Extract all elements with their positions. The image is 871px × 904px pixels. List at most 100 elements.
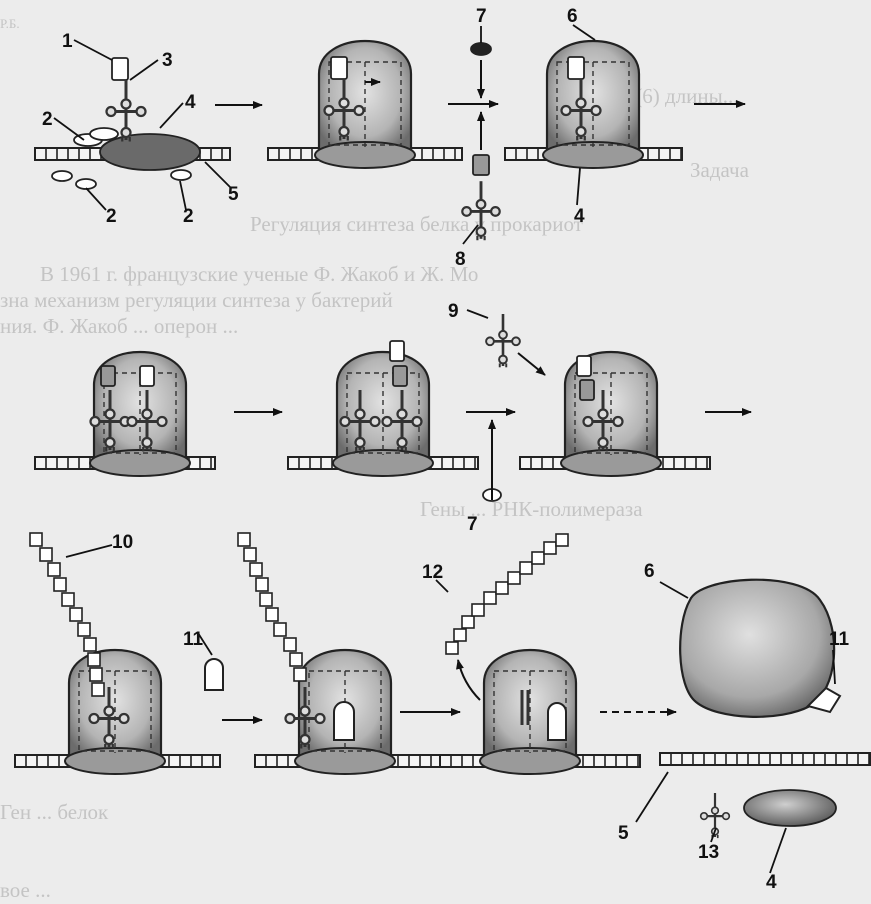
release-arrow bbox=[456, 659, 481, 701]
label-6: 6 bbox=[567, 6, 578, 27]
peptide-residue bbox=[471, 603, 485, 617]
initiation-factor bbox=[51, 170, 73, 182]
label-leader bbox=[576, 167, 581, 206]
label-4: 4 bbox=[766, 872, 777, 893]
label-leader bbox=[435, 579, 449, 593]
small-subunit bbox=[479, 747, 581, 775]
release-factor bbox=[547, 702, 567, 741]
label-leader bbox=[204, 161, 231, 188]
label-5: 5 bbox=[618, 823, 629, 844]
polypeptide bbox=[237, 532, 307, 682]
label-6: 6 bbox=[644, 561, 655, 582]
ribosome bbox=[560, 350, 662, 477]
peptide-residue bbox=[273, 622, 287, 637]
amino-acid bbox=[579, 379, 595, 401]
bg-line: Р.Б. bbox=[0, 16, 20, 31]
peptide-residue bbox=[255, 577, 269, 592]
peptide-residue bbox=[243, 547, 257, 562]
small-subunit bbox=[314, 141, 416, 169]
bg-line: Ген ... белок bbox=[0, 800, 109, 824]
ribosome bbox=[89, 350, 191, 477]
amino-acid bbox=[389, 340, 405, 362]
label-leader bbox=[572, 24, 596, 41]
peptide-residue bbox=[283, 637, 297, 652]
gtp-7 bbox=[470, 42, 492, 56]
ribosome bbox=[314, 39, 416, 169]
released-polypeptide-12 bbox=[445, 533, 569, 655]
label-12: 12 bbox=[422, 562, 443, 583]
initiation-factor bbox=[89, 127, 119, 141]
bg-line: ния. Ф. Жакоб ... оперон ... bbox=[0, 314, 239, 338]
ribosome bbox=[542, 39, 644, 169]
label-11: 11 bbox=[829, 629, 850, 650]
bg-line: В 1961 г. французские ученые Ф. Жакоб и … bbox=[40, 262, 479, 286]
peptide-residue bbox=[507, 571, 521, 585]
peptide-residue bbox=[47, 562, 61, 577]
peptide-residue bbox=[69, 607, 83, 622]
peptide-residue bbox=[289, 652, 303, 667]
label-13: 13 bbox=[698, 842, 719, 863]
bg-line: вое ... bbox=[0, 878, 51, 902]
label-leader bbox=[197, 632, 213, 656]
amino-acid bbox=[576, 355, 592, 377]
arrow-layer bbox=[53, 24, 836, 874]
polypeptide-10 bbox=[29, 532, 105, 697]
peptide-residue bbox=[249, 562, 263, 577]
bg-line: Гены ... РНК-полимераза bbox=[420, 497, 643, 521]
peptide-residue bbox=[461, 615, 475, 629]
amino-acid bbox=[100, 365, 116, 387]
label-leader bbox=[129, 59, 159, 81]
release-factor bbox=[333, 701, 355, 741]
small-subunit bbox=[560, 449, 662, 477]
label-3: 3 bbox=[162, 50, 173, 71]
label-8: 8 bbox=[455, 249, 466, 270]
small-subunit-4 bbox=[743, 789, 837, 827]
peptide-residue bbox=[453, 628, 467, 642]
peptide-residue bbox=[91, 682, 105, 697]
small-subunit bbox=[542, 141, 644, 169]
peptide-residue bbox=[83, 637, 97, 652]
bg-line: зна механизм регуляции синтеза у бактери… bbox=[0, 288, 393, 312]
label-leader bbox=[769, 827, 787, 874]
peptide-residue bbox=[39, 547, 53, 562]
label-7: 7 bbox=[467, 514, 478, 535]
peptide-residue bbox=[77, 622, 91, 637]
label-leader bbox=[832, 649, 836, 685]
small-subunit bbox=[89, 449, 191, 477]
label-leader bbox=[466, 309, 489, 319]
mrna-strand bbox=[659, 752, 871, 766]
amino-acid bbox=[330, 56, 348, 80]
peptide-residue bbox=[259, 592, 273, 607]
ribosome bbox=[332, 350, 434, 477]
label-leader bbox=[710, 827, 717, 843]
parts-layer bbox=[29, 42, 842, 840]
label-2: 2 bbox=[183, 206, 194, 227]
peptide-residue bbox=[237, 532, 251, 547]
release-factor-11 bbox=[806, 686, 842, 714]
label-2: 2 bbox=[106, 206, 117, 227]
mrna-body bbox=[659, 752, 871, 766]
peptide-residue bbox=[483, 591, 497, 605]
peptide-residue bbox=[555, 533, 569, 547]
label-4: 4 bbox=[574, 206, 585, 227]
label-leader bbox=[73, 39, 113, 61]
label-1: 1 bbox=[62, 31, 73, 52]
label-11: 11 bbox=[183, 629, 204, 650]
large-subunit bbox=[92, 350, 188, 465]
initiation-factor bbox=[170, 169, 192, 181]
label-5: 5 bbox=[228, 184, 239, 205]
small-subunit bbox=[294, 747, 396, 775]
free-trna-9 bbox=[484, 312, 522, 369]
large-subunit-6 bbox=[679, 578, 836, 718]
peptide-residue bbox=[265, 607, 279, 622]
peptide-residue bbox=[293, 667, 307, 682]
amino-acid bbox=[392, 365, 408, 387]
aminoacyl-aa bbox=[472, 154, 490, 176]
small-subunit-4 bbox=[99, 133, 201, 171]
initiation-factor bbox=[75, 178, 97, 190]
peptide-residue bbox=[519, 561, 533, 575]
peptide-residue bbox=[87, 652, 101, 667]
